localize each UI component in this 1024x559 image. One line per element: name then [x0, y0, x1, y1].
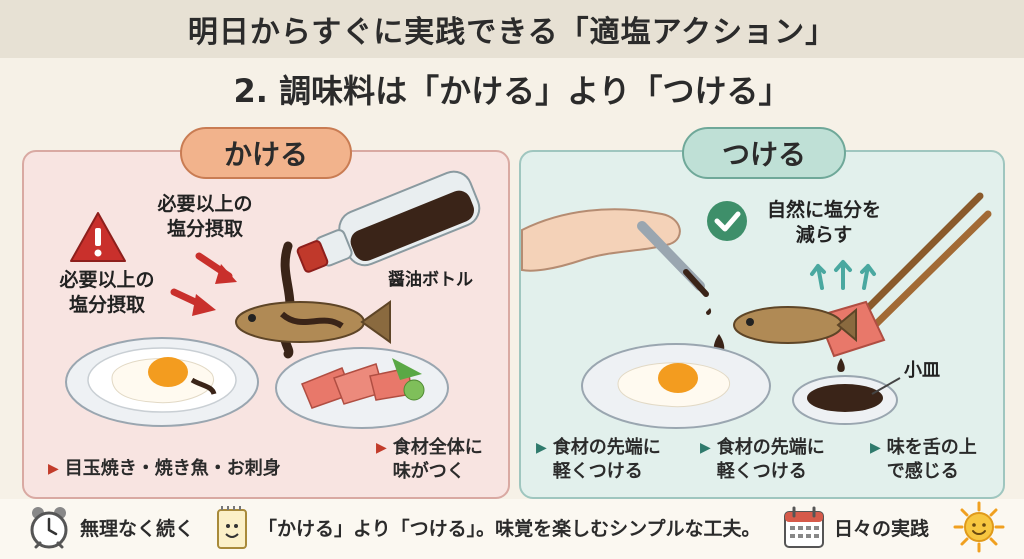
- kakeru-bullet-1: ▶目玉焼き・焼き魚・お刺身: [48, 458, 281, 479]
- small-dish-icon: [792, 375, 898, 425]
- tsukeru-bullet-3-line1: 味を舌の上: [886, 437, 977, 458]
- grilled-fish-icon: [733, 306, 857, 344]
- tsukeru-pill: つける: [682, 127, 846, 179]
- kakeru-bullet-2-line1: 食材全体に: [392, 437, 483, 458]
- footer-item-3: 日々の実践: [834, 518, 930, 540]
- sashimi-plate-icon: [275, 347, 449, 429]
- tsukeru-bullet-1: ▶ 食材の先端に 軽くつける: [536, 437, 661, 482]
- pointer-line: [871, 377, 901, 395]
- kakeru-bullet-2-line2: 味がつく: [392, 461, 465, 482]
- fried-egg-plate-icon: [581, 343, 771, 429]
- check-text-line1: 自然に塩分を: [766, 199, 881, 221]
- footer-bar: [0, 499, 1024, 559]
- red-arrow-icon: [170, 288, 216, 316]
- tsukeru-bullet-2: ▶ 食材の先端に 軽くつける: [700, 437, 825, 482]
- fried-egg-plate-icon: [65, 337, 259, 427]
- footer-item-1: 無理なく続く: [80, 518, 195, 540]
- hand-dropper-icon: [521, 208, 712, 315]
- clock-icon: [30, 507, 68, 549]
- kakeru-pill: かける: [180, 127, 352, 179]
- kakeru-bullet-2: ▶ 食材全体に 味がつく: [376, 437, 483, 482]
- dish-label: 小皿: [904, 360, 940, 381]
- bottle-label: 醤油ボトル: [388, 270, 473, 290]
- check-icon: [707, 201, 747, 241]
- check-text-line2: 減らす: [795, 224, 853, 246]
- notepad-icon: [217, 506, 247, 549]
- up-arrows-icon: [810, 260, 876, 290]
- tsukeru-bullet-3-line2: で感じる: [886, 461, 959, 482]
- warning-icon: [70, 212, 126, 262]
- tsukeru-bullet-2-line2: 軽くつける: [716, 461, 807, 482]
- page-title: 明日からすぐに実践できる「適塩アクション」: [0, 0, 1024, 58]
- tsukeru-bullet-1-line2: 軽くつける: [552, 461, 643, 482]
- soy-sauce-bottle-icon: [296, 170, 481, 273]
- red-arrow-icon: [195, 252, 237, 284]
- warning-top-line1: 必要以上の: [157, 193, 253, 215]
- warning-side-line1: 必要以上の: [59, 269, 155, 291]
- tsukeru-bullet-1-line1: 食材の先端に: [552, 437, 661, 458]
- warning-top-line2: 塩分摂取: [166, 218, 243, 240]
- chopsticks-icon: [856, 192, 992, 334]
- tsukeru-bullet-3: ▶ 味を舌の上 で感じる: [870, 437, 977, 482]
- grilled-fish-icon: [235, 300, 391, 344]
- page-subtitle: 2. 調味料は「かける」より「つける」: [233, 72, 791, 110]
- warning-side-line2: 塩分摂取: [68, 294, 145, 316]
- footer-item-2: 「かける」より「つける」。味覚を楽しむシンプルな工夫。: [258, 518, 761, 540]
- kakeru-bullet-1-text: 目玉焼き・焼き魚・お刺身: [64, 458, 281, 479]
- calendar-icon: [784, 506, 824, 548]
- drop-icon: [837, 358, 845, 372]
- tsukeru-bullet-2-line1: 食材の先端に: [716, 437, 825, 458]
- sun-icon: [953, 501, 1005, 553]
